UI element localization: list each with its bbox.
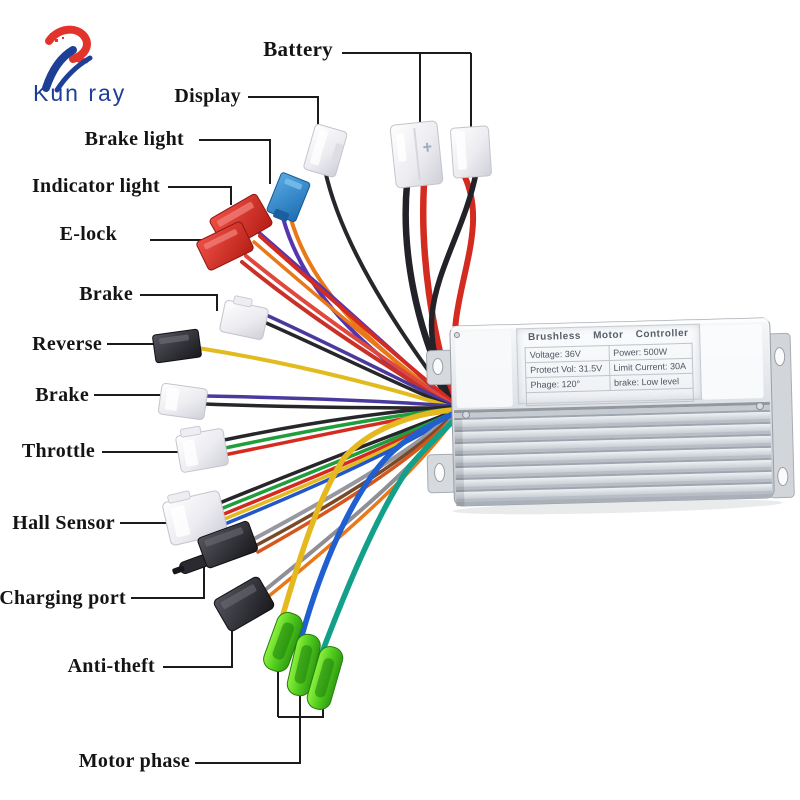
controller-spec-plate: Brushless Motor Controller Voltage: 36V … (516, 323, 702, 406)
wire-brake1-black (262, 320, 452, 408)
brake-light-connector (266, 172, 311, 223)
wire-charging-orange (256, 414, 456, 554)
callout-label-hall-sensor: Hall Sensor (12, 512, 115, 534)
callout-label-brake-1: Brake (79, 283, 133, 305)
wire-elock-red-1 (244, 254, 452, 405)
callout-line-brake-1 (140, 294, 218, 311)
battery-connector-small (450, 125, 492, 179)
callout-line-brake-light (199, 139, 271, 184)
screw-top-left (453, 332, 460, 339)
wire-phase-teal (317, 412, 461, 661)
callout-label-brake-light: Brake light (84, 128, 184, 150)
callout-label-reverse: Reverse (32, 333, 102, 355)
motor-phase-terminal-1 (263, 611, 303, 673)
logo-blue-leg-2 (54, 55, 93, 93)
controller-shadow (452, 499, 783, 515)
callout-label-throttle: Throttle (21, 440, 95, 462)
heatsink-fins (454, 409, 773, 507)
hall-sensor-connector (162, 490, 228, 546)
wire-throttle-black (222, 405, 453, 442)
brake-2-connector (158, 382, 208, 421)
battery-connector-large (389, 120, 444, 189)
callout-line-motor-phase (195, 668, 324, 764)
callout-label-anti-theft: Anti-theft (67, 655, 155, 677)
e-lock-connector (196, 221, 254, 271)
screw-right (755, 402, 764, 411)
mounting-bracket-left (425, 349, 457, 494)
wire-brake2-purple (203, 394, 453, 408)
spec-table: Voltage: 36V Power: 500W Protect Vol: 31… (525, 343, 694, 406)
callout-label-brake-2: Brake (35, 384, 89, 406)
callout-line-anti-theft (163, 627, 233, 668)
wire-reverse-yellow (196, 346, 453, 409)
callout-label-indicator-light: Indicator light (31, 175, 160, 197)
logo-red-swoosh (45, 25, 91, 63)
callout-line-display (248, 96, 319, 134)
logo-blue-leg (42, 46, 77, 92)
wire-phase-yellow (279, 407, 457, 621)
connectors (152, 120, 492, 710)
motor-phase-terminal-3 (306, 646, 344, 710)
callout-label-charging-port: Charging port (0, 587, 126, 609)
wire-brake1-purple (262, 312, 452, 406)
charging-port-connector (172, 520, 258, 575)
display-connector (303, 123, 348, 178)
callout-label-display: Display (174, 85, 241, 107)
controller-top-highlight-right (699, 324, 764, 400)
callout-label-e-lock: E-lock (59, 223, 117, 245)
throttle-connector (175, 425, 229, 473)
wire-phase-blue (296, 409, 459, 649)
wire-charging-grey (250, 411, 455, 542)
wire-hall-black (220, 410, 454, 504)
reverse-connector (152, 328, 202, 364)
callout-line-indicator-light (168, 186, 232, 205)
controller-seam-lower (454, 404, 771, 419)
spec-plate-title: Brushless Motor Controller (527, 327, 689, 344)
callout-line-charging-port (131, 566, 205, 599)
callout-line-battery (342, 52, 472, 130)
controller-seam (453, 401, 770, 414)
controller-top-highlight-left (454, 330, 513, 408)
brand-logo (42, 25, 93, 93)
screw-left (462, 410, 471, 419)
callout-label-motor-phase: Motor phase (78, 750, 190, 772)
anti-theft-connector (213, 576, 275, 632)
callout-lines (94, 52, 472, 764)
wire-hall-blue (218, 414, 454, 528)
brake-1-connector (219, 295, 269, 340)
brand-logo-text: Kun ray (33, 80, 127, 106)
callout-label-battery: Battery (263, 37, 333, 61)
